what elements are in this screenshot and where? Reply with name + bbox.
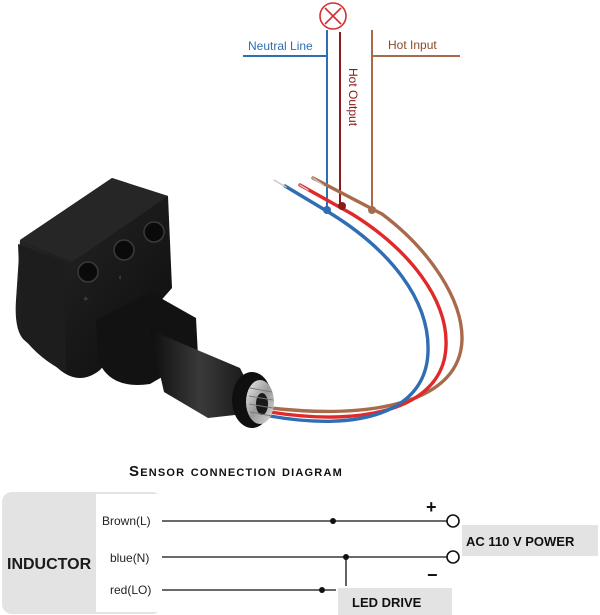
neutral-connection-dot bbox=[323, 206, 331, 214]
hot-output-connection-dot bbox=[338, 202, 346, 210]
sensor-device: ✦ ◐ bbox=[15, 178, 274, 428]
metal-connector-hole bbox=[256, 393, 268, 415]
wiring-guide: Neutral Line Hot Input Hot Output bbox=[243, 2, 460, 208]
minus-sign: − bbox=[427, 565, 438, 585]
brown-junction-dot bbox=[330, 518, 336, 524]
wire-label-brown: Brown(L) bbox=[102, 514, 151, 528]
sensor-wires bbox=[268, 176, 464, 423]
power-box bbox=[462, 525, 598, 556]
blue-wire bbox=[268, 184, 430, 423]
plus-sign: + bbox=[426, 497, 437, 517]
lamp-x-icon bbox=[319, 2, 347, 30]
adjustment-knobs: ✦ ◐ bbox=[77, 221, 165, 304]
positive-terminal bbox=[446, 514, 460, 528]
wire-label-red: red(LO) bbox=[110, 583, 151, 597]
blue-junction-dot bbox=[343, 554, 349, 560]
inductor-label: INDUCTOR bbox=[7, 556, 92, 573]
brown-wire bbox=[268, 176, 464, 414]
wire-label-blue: blue(N) bbox=[110, 551, 149, 565]
sensor-box-face bbox=[18, 244, 66, 372]
power-label: AC 110 V POWER bbox=[466, 534, 575, 549]
diagram-title: Sensor connection diagram bbox=[129, 463, 343, 480]
svg-text:✦: ✦ bbox=[82, 294, 90, 304]
led-drive-box bbox=[338, 588, 452, 615]
red-wire bbox=[268, 183, 448, 419]
sensor-box-top bbox=[20, 178, 168, 262]
led-drive-label: LED DRIVE bbox=[352, 595, 422, 610]
inductor-inner-panel bbox=[96, 494, 162, 612]
connection-diagram: INDUCTOR Brown(L) blue(N) red(LO) + − AC… bbox=[2, 492, 598, 615]
svg-text:◐: ◐ bbox=[118, 272, 123, 282]
hot-input-guide-line bbox=[371, 55, 460, 208]
negative-terminal bbox=[446, 550, 460, 564]
hot-output-label: Hot Output bbox=[346, 68, 360, 127]
neutral-line-label: Neutral Line bbox=[248, 39, 313, 53]
brown-wire-tip bbox=[312, 177, 324, 186]
blue-wire-tip bbox=[273, 179, 287, 188]
red-wire-tip bbox=[299, 184, 309, 191]
hot-input-label: Hot Input bbox=[388, 38, 437, 52]
red-junction-dot bbox=[319, 587, 325, 593]
hot-input-connection-dot bbox=[368, 206, 376, 214]
